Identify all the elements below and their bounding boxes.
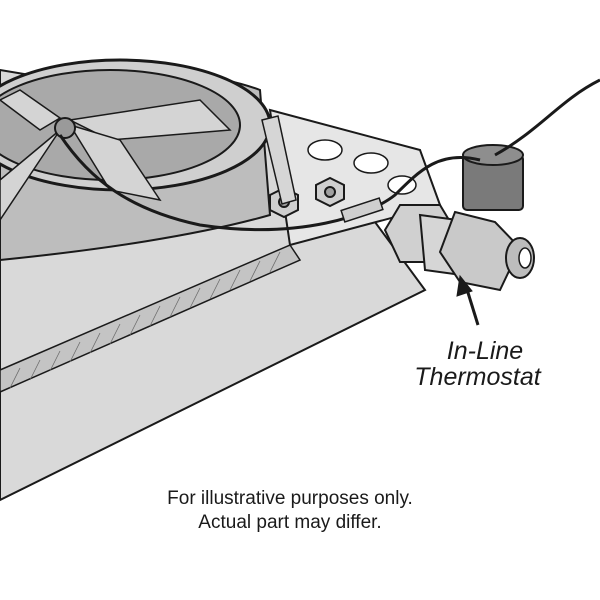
fin-hatching (9, 251, 281, 389)
callout-arrow-head (456, 274, 473, 297)
inline-thermostat (383, 144, 535, 292)
callout-label-line1: In-Line (446, 337, 524, 365)
fan-hub (54, 117, 76, 139)
harness-wire (58, 134, 481, 232)
mounting-slots (307, 139, 417, 195)
thermostat-hex-rear (438, 210, 522, 292)
disclaimer-line2: Actual part may differ. (198, 512, 382, 533)
disclaimer-line1: For illustrative purposes only. (167, 488, 413, 509)
wire-connector (340, 197, 384, 223)
callout-label-line2: Thermostat (414, 363, 541, 391)
shroud-strut (261, 115, 297, 205)
radiator-fin-strip (0, 244, 302, 393)
fan-blades (0, 89, 232, 222)
sensor-wire (494, 78, 600, 157)
